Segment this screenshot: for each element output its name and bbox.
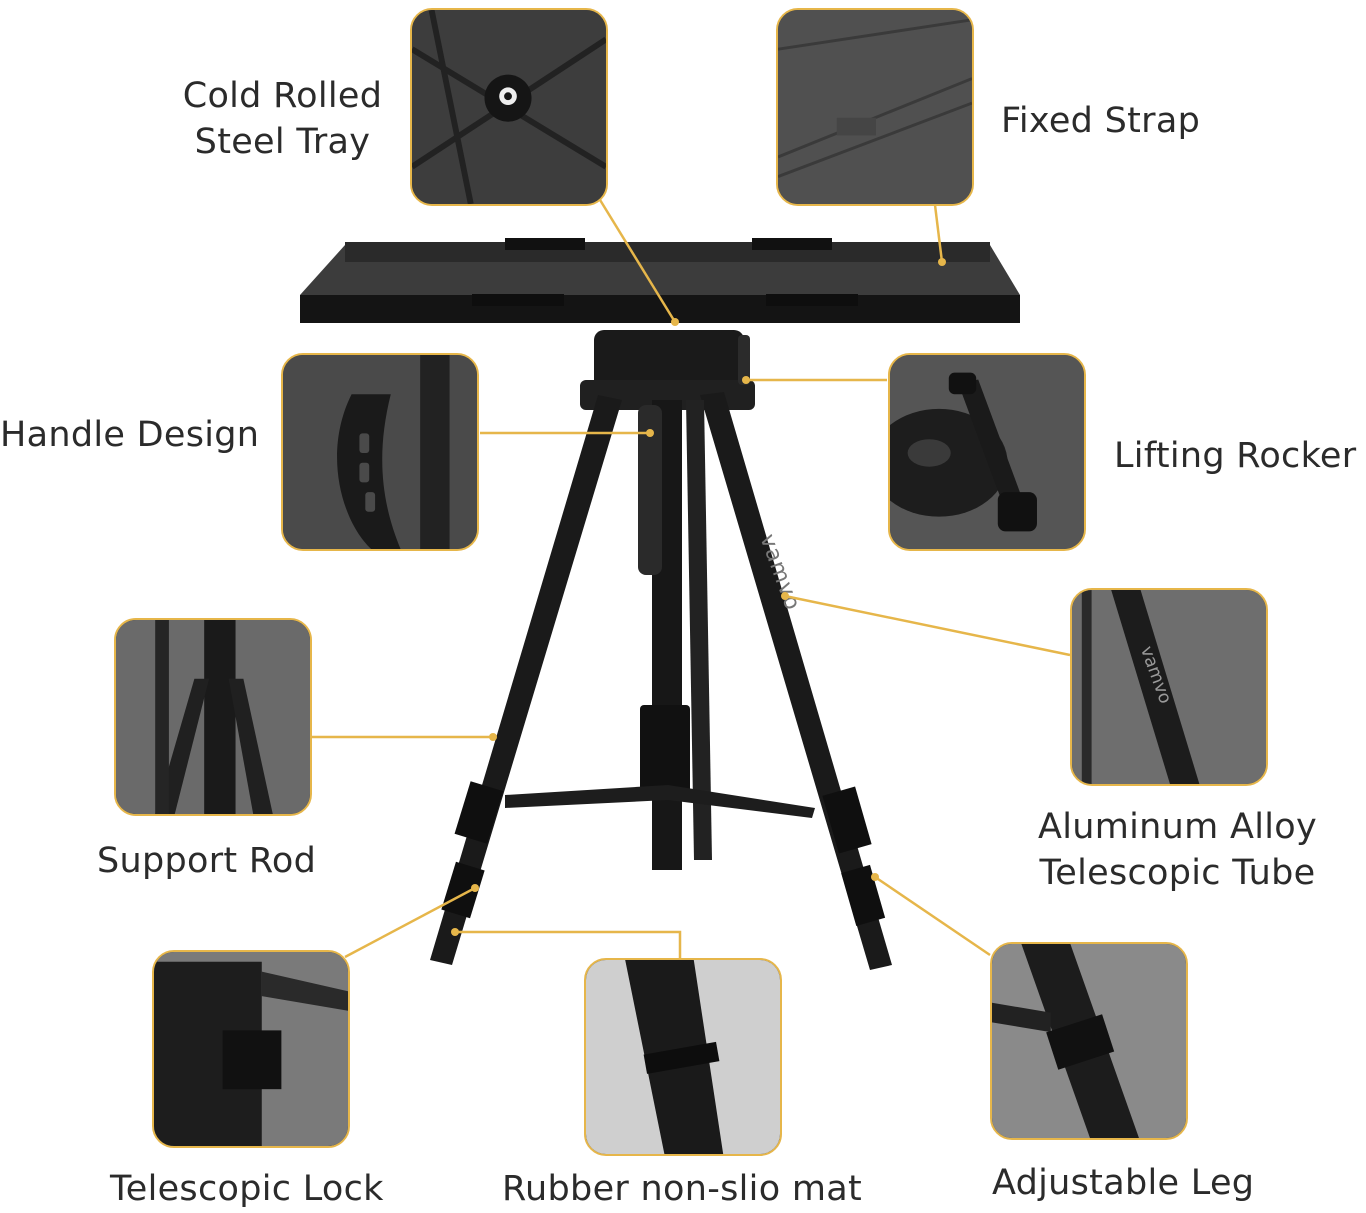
leg-lock-left-2 xyxy=(441,861,485,919)
leg-back xyxy=(686,400,712,860)
label-aluminum-line1: Aluminum Alloy xyxy=(1038,807,1317,847)
label-aluminum-alloy-tube: Aluminum Alloy Telescopic Tube xyxy=(1020,804,1335,896)
label-cold-rolled-steel-tray: Cold Rolled Steel Tray xyxy=(170,73,395,165)
label-lifting-rocker: Lifting Rocker xyxy=(1114,436,1357,476)
label-rubber-mat: Rubber non-slio mat xyxy=(502,1169,863,1209)
label-handle-design: Handle Design xyxy=(0,415,260,455)
strap-left xyxy=(505,238,585,250)
leg-spreader xyxy=(505,785,815,818)
handle xyxy=(638,405,662,575)
callout-tray-detail xyxy=(410,8,608,206)
label-fixed-strap: Fixed Strap xyxy=(1001,101,1201,141)
tray-front xyxy=(300,295,1020,323)
callout-rocker-detail xyxy=(888,353,1086,551)
rocker-handle xyxy=(738,335,750,385)
tray-back-lip xyxy=(345,242,990,262)
strap-front-left xyxy=(472,294,564,306)
callout-strap-detail xyxy=(776,8,974,206)
tilt-head xyxy=(594,330,744,390)
callout-adjustable-leg-detail xyxy=(990,942,1188,1140)
column-lock xyxy=(640,705,690,795)
label-adjustable-leg: Adjustable Leg xyxy=(992,1163,1255,1203)
label-support-rod: Support Rod xyxy=(97,841,317,881)
callout-handle-detail xyxy=(281,353,479,551)
callout-support-rod-detail xyxy=(114,618,312,816)
leg-lock-right-1 xyxy=(822,786,872,854)
callout-aluminum-tube-detail: vamvo xyxy=(1070,588,1268,786)
strap-front-right xyxy=(766,294,858,306)
label-aluminum-line2: Telescopic Tube xyxy=(1039,853,1316,893)
label-telescopic-lock: Telescopic Lock xyxy=(110,1169,384,1209)
leg-lock-right-2 xyxy=(841,864,886,927)
label-cold-rolled-line1: Cold Rolled xyxy=(182,76,383,116)
strap-right xyxy=(752,238,832,250)
leg-lock-left-1 xyxy=(454,781,504,844)
callout-rubber-mat-detail xyxy=(584,958,782,1156)
label-cold-rolled-line2: Steel Tray xyxy=(194,122,371,162)
callout-telescopic-lock-detail xyxy=(152,950,350,1148)
